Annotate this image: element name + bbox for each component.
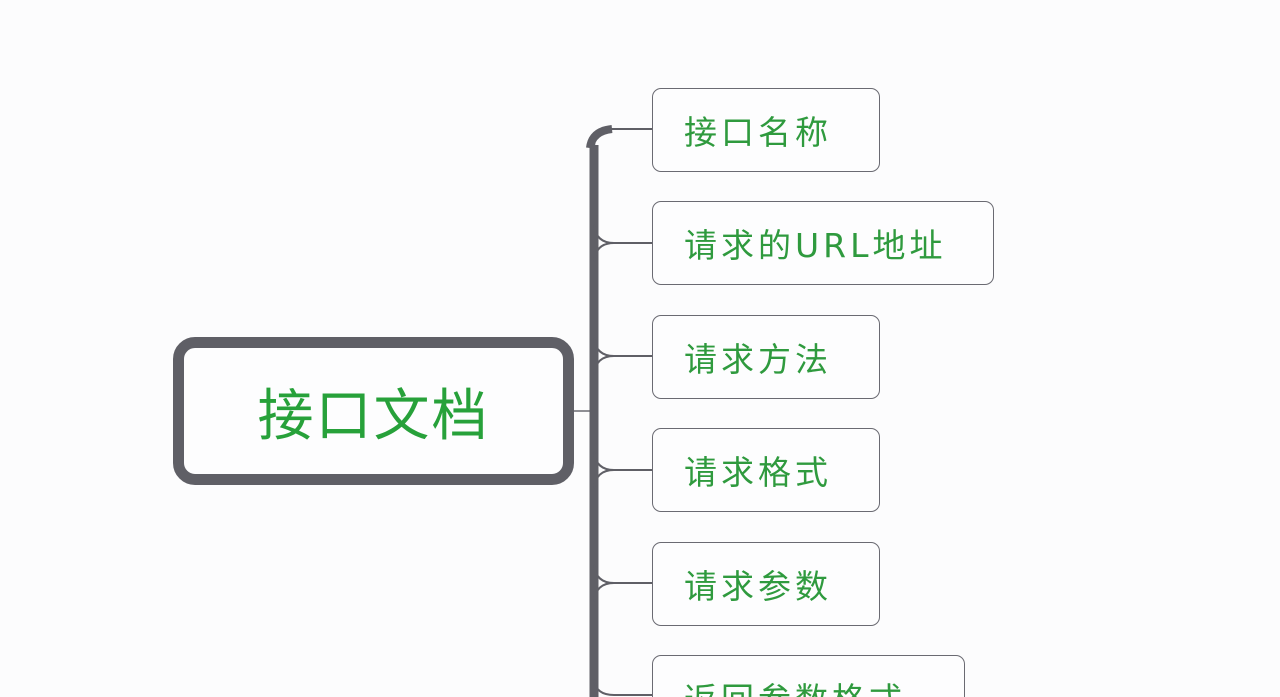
child-node-interface-name[interactable]: 接口名称 bbox=[652, 88, 880, 172]
child-label: 请求格式 bbox=[684, 453, 832, 492]
child-label: 请求参数 bbox=[684, 567, 832, 606]
root-label: 接口文档 bbox=[257, 383, 490, 449]
child-label: 接口名称 bbox=[684, 113, 832, 152]
root-node[interactable]: 接口文档 bbox=[173, 337, 574, 485]
child-node-request-format[interactable]: 请求格式 bbox=[652, 428, 880, 512]
child-node-response-format[interactable]: 返回参数格式 bbox=[652, 655, 965, 697]
child-label: 请求的URL地址 bbox=[684, 226, 947, 265]
child-label: 返回参数格式 bbox=[684, 673, 906, 697]
child-node-request-url[interactable]: 请求的URL地址 bbox=[652, 201, 994, 285]
child-node-request-method[interactable]: 请求方法 bbox=[652, 315, 880, 399]
child-node-request-params[interactable]: 请求参数 bbox=[652, 542, 880, 626]
child-label: 请求方法 bbox=[684, 340, 832, 379]
